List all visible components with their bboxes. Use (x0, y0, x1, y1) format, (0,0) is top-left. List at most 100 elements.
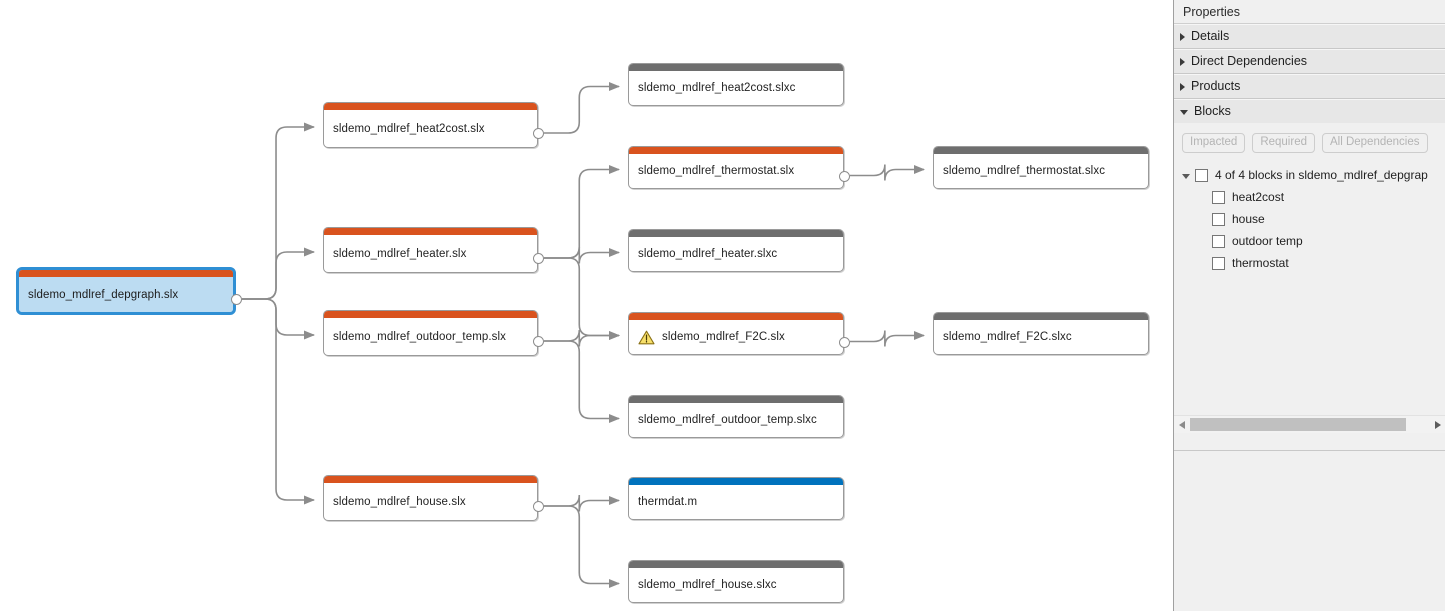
graph-edge (544, 246, 621, 264)
node-type-bar (934, 313, 1148, 320)
tree-root-label: 4 of 4 blocks in sldemo_mdlref_depgrap (1215, 168, 1428, 182)
panel-section-label: Products (1191, 79, 1241, 93)
tree-children: heat2cost house outdoor temp thermostat (1182, 186, 1445, 274)
graph-edge (544, 494, 621, 512)
node-body: sldemo_mdlref_F2C.slxc (934, 320, 1148, 354)
node-type-bar (629, 396, 843, 403)
graph-edge (544, 165, 621, 259)
node-output-port[interactable] (839, 170, 850, 182)
node-type-bar (19, 270, 233, 277)
node-output-port[interactable] (533, 128, 544, 139)
filter-button-required: Required (1252, 133, 1315, 153)
dependency-graph-canvas[interactable]: sldemo_mdlref_depgraph.slx sldemo_mdlref_… (0, 0, 1173, 611)
scrollbar-track[interactable] (1189, 418, 1430, 431)
node-label: thermdat.m (638, 496, 698, 508)
node-type-bar (629, 478, 843, 485)
block-checkbox[interactable] (1212, 212, 1225, 226)
node-type-bar (324, 103, 537, 110)
graph-node-heat2cost[interactable]: sldemo_mdlref_heat2cost.slx (323, 102, 538, 148)
node-output-port[interactable] (533, 253, 544, 264)
chevron-down-icon[interactable] (1180, 110, 1188, 115)
warning-triangle-icon (638, 330, 655, 344)
node-body: sldemo_mdlref_house.slxc (629, 568, 843, 602)
node-output-port[interactable] (533, 501, 544, 512)
filter-button-impacted: Impacted (1182, 133, 1246, 153)
node-type-bar (629, 64, 843, 71)
block-filter-buttons: Impacted Required All Dependencies (1174, 123, 1445, 153)
graph-node-root[interactable]: sldemo_mdlref_depgraph.slx (16, 267, 236, 315)
graph-node-outdoor_temp[interactable]: sldemo_mdlref_outdoor_temp.slx (323, 310, 538, 356)
graph-node-f2c[interactable]: sldemo_mdlref_F2C.slx (628, 312, 844, 355)
graph-node-outdoor_temp_c[interactable]: sldemo_mdlref_outdoor_temp.slxc (628, 395, 844, 438)
node-body: sldemo_mdlref_heater.slx (324, 235, 537, 272)
node-label: sldemo_mdlref_F2C.slx (662, 331, 785, 343)
node-body: sldemo_mdlref_outdoor_temp.slxc (629, 403, 843, 437)
node-type-bar (324, 228, 537, 235)
block-label: outdoor temp (1232, 234, 1303, 248)
chevron-down-icon[interactable] (1182, 173, 1190, 179)
node-output-port[interactable] (839, 336, 850, 348)
graph-edge (544, 329, 621, 347)
node-type-bar (629, 313, 843, 320)
panel-section-blocks[interactable]: Blocks (1174, 99, 1445, 124)
tree-row-block[interactable]: outdoor temp (1182, 230, 1445, 252)
chevron-right-icon[interactable] (1180, 32, 1185, 41)
graph-edge (850, 164, 926, 181)
graph-edge (242, 247, 316, 300)
block-checkbox[interactable] (1212, 190, 1225, 204)
block-checkbox[interactable] (1212, 234, 1225, 248)
graph-node-house_c[interactable]: sldemo_mdlref_house.slxc (628, 560, 844, 603)
tree-row-block[interactable]: thermostat (1182, 252, 1445, 274)
graph-edge (850, 330, 926, 347)
block-checkbox[interactable] (1212, 256, 1225, 270)
block-label: heat2cost (1232, 190, 1285, 204)
node-label: sldemo_mdlref_thermostat.slxc (943, 165, 1106, 177)
node-label: sldemo_mdlref_outdoor_temp.slx (333, 330, 507, 343)
panel-section-details[interactable]: Details (1174, 24, 1445, 49)
node-type-bar (324, 476, 537, 483)
node-output-port[interactable] (231, 294, 242, 305)
node-label: sldemo_mdlref_house.slx (333, 495, 466, 508)
block-label: thermostat (1232, 256, 1289, 270)
blocks-horizontal-scrollbar[interactable] (1174, 415, 1445, 433)
node-body: sldemo_mdlref_heater.slxc (629, 237, 843, 271)
panel-section-products[interactable]: Products (1174, 74, 1445, 99)
graph-node-house[interactable]: sldemo_mdlref_house.slx (323, 475, 538, 521)
filter-button-all-dependencies: All Dependencies (1321, 133, 1428, 153)
graph-node-f2c_c[interactable]: sldemo_mdlref_F2C.slxc (933, 312, 1149, 355)
tree-row-block[interactable]: heat2cost (1182, 186, 1445, 208)
tree-row-root[interactable]: 4 of 4 blocks in sldemo_mdlref_depgrap (1182, 164, 1445, 186)
scrollbar-thumb[interactable] (1190, 418, 1406, 431)
panel-title: Properties (1174, 0, 1445, 24)
graph-edge (544, 340, 621, 423)
node-label: sldemo_mdlref_thermostat.slx (638, 165, 795, 177)
graph-node-heater_c[interactable]: sldemo_mdlref_heater.slxc (628, 229, 844, 272)
node-label: sldemo_mdlref_heat2cost.slxc (638, 82, 796, 94)
node-output-port[interactable] (533, 336, 544, 347)
node-type-bar (324, 311, 537, 318)
node-label: sldemo_mdlref_heat2cost.slx (333, 122, 485, 135)
chevron-right-icon[interactable] (1180, 82, 1185, 91)
chevron-right-icon[interactable] (1180, 57, 1185, 66)
blocks-section-body: Impacted Required All Dependencies 4 of 4 … (1174, 123, 1445, 511)
block-label: house (1232, 212, 1265, 226)
panel-section-label: Direct Dependencies (1191, 54, 1308, 68)
graph-node-heater[interactable]: sldemo_mdlref_heater.slx (323, 227, 538, 273)
node-type-bar (629, 561, 843, 568)
graph-node-heat2cost_c[interactable]: sldemo_mdlref_heat2cost.slxc (628, 63, 844, 106)
blocks-tree: 4 of 4 blocks in sldemo_mdlref_depgrap h… (1174, 164, 1445, 274)
panel-section-direct-dependencies[interactable]: Direct Dependencies (1174, 49, 1445, 74)
node-body: sldemo_mdlref_depgraph.slx (19, 277, 233, 312)
node-body: sldemo_mdlref_house.slx (324, 483, 537, 520)
graph-node-thermostat[interactable]: sldemo_mdlref_thermostat.slx (628, 146, 844, 189)
tree-root-checkbox[interactable] (1195, 168, 1208, 182)
node-label: sldemo_mdlref_heater.slx (333, 247, 467, 260)
tree-row-block[interactable]: house (1182, 208, 1445, 230)
node-body: sldemo_mdlref_outdoor_temp.slx (324, 318, 537, 355)
graph-node-thermostat_c[interactable]: sldemo_mdlref_thermostat.slxc (933, 146, 1149, 189)
graph-edge (544, 257, 621, 340)
scroll-right-arrow-icon[interactable] (1430, 416, 1445, 433)
graph-node-thermdat[interactable]: thermdat.m (628, 477, 844, 520)
scroll-left-arrow-icon[interactable] (1174, 416, 1189, 433)
